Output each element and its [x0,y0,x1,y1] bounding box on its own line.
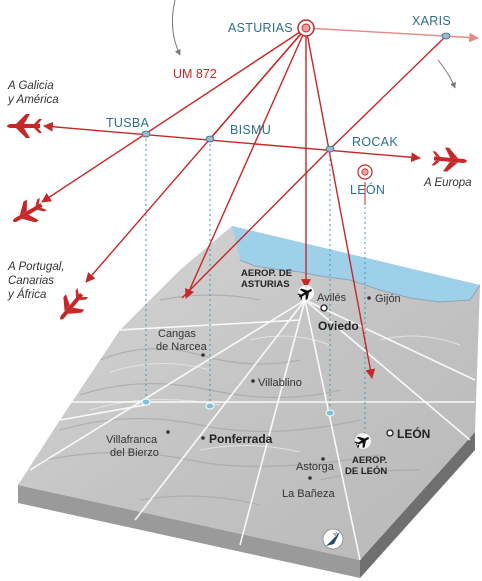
waypoint-rocak-label: ROCAK [352,135,398,149]
ground-waypoint-dots [141,398,335,417]
airway-um872-label: UM 872 [173,67,217,81]
north-arrow-icon: N [322,528,344,550]
town-villafranca-line2: del Bierzo [110,447,159,459]
airport-asturias-line1: AEROP. DE [241,268,292,279]
xaris-waypoint-icon [441,32,451,40]
town-dots [166,296,371,480]
waypoint-leon-label: LEÓN [350,182,385,197]
dest-europa: A Europa [423,177,472,189]
ucn-arrow [171,0,181,56]
town-cangas-line2: de Narcea [156,341,208,353]
plane-europa-icon [431,147,467,172]
town-villafranca-line1: Villafranca [106,434,158,446]
terrain-block [18,226,481,578]
route-rocak-west [181,148,331,299]
dest-portugal-line3: y África [7,288,46,301]
waypoint-asturias-label: ASTURIAS [228,21,293,35]
plane-galicia-icon [7,114,42,138]
route-asturias-south [185,27,307,299]
dest-portugal-line1: A Portugal, [7,261,64,273]
route-xaris-rocak [329,35,447,150]
town-labaneza: La Bañeza [282,488,335,500]
tusba-waypoint-icon [141,130,151,138]
block-right-face [360,432,475,578]
sea-area [232,226,480,302]
route-asturias-bismu [209,27,307,140]
terrain-surface [18,226,480,560]
town-oviedo: Oviedo [318,319,359,333]
plane-icons [7,114,467,320]
route-asturias-xaris [305,27,479,43]
airport-leon-icon [354,433,371,449]
coastline [239,259,481,303]
rocak-waypoint-icon [325,145,335,153]
waypoint-markers [141,19,451,180]
town-aviles: Avilés [317,292,347,304]
airport-asturias-line2: ASTURIAS [241,279,290,290]
route-asturias-west [41,27,307,203]
route-asturias-rocak [305,27,376,379]
block-front-face [18,485,360,578]
airport-leon-line2: DE LEÓN [345,465,387,477]
map-grid [20,299,476,561]
waypoint-xaris-label: XARIS [412,14,451,28]
north-label: N [333,531,340,538]
plane-africa-icon [60,288,89,320]
leon-capital-icon [386,429,394,437]
leon-vor-icon [357,164,373,180]
xaris-arrow [437,59,456,89]
plane-portugal-icon [12,197,47,223]
town-gijon: Gijón [375,293,401,305]
waypoint-tusba-label: TUSBA [106,116,150,130]
town-astorga: Astorga [296,461,335,473]
asturias-vor-icon [297,19,315,37]
town-ponferrada: Ponferrada [209,432,273,446]
dest-galicia-line1: A Galicia [7,80,54,92]
airport-asturias-icon [297,285,314,301]
route-tusba-bismu-rocak [43,121,421,163]
dest-galicia-line2: y América [7,94,59,106]
bismu-waypoint-icon [205,135,215,143]
town-cangas-line1: Cangas [158,328,196,340]
town-leon-city: LEÓN [397,426,430,441]
waypoint-bismu-label: BISMU [230,123,271,137]
dest-portugal-line2: Canarias [8,275,54,287]
airport-leon-line1: AEROP. [352,455,387,466]
oviedo-capital-icon [320,304,328,312]
town-villablino: Villablino [258,377,302,389]
